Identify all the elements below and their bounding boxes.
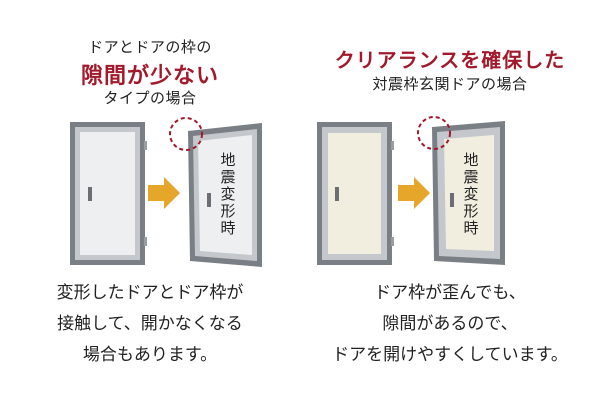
door-handle xyxy=(450,193,454,207)
door-handle xyxy=(207,193,211,207)
caption-line: 隙間があるので、 xyxy=(382,314,518,334)
heading-line1: ドアとドアの枠の xyxy=(88,38,212,56)
caption-right: ドア枠が歪んでも、 隙間があるので、 ドアを開けやすくしています。 xyxy=(300,278,600,371)
door-diagram-right: 地震変形時 xyxy=(317,116,505,265)
door-deformed: 地震変形時 xyxy=(432,121,505,265)
door-label: 地震変形時 xyxy=(220,151,235,237)
dashed-circle-icon xyxy=(169,117,203,151)
right-arrow-icon xyxy=(398,177,430,209)
caption-line: 場合もあります。 xyxy=(82,345,218,365)
caption-line: ドアを開けやすくしています。 xyxy=(332,345,568,365)
hinge-bottom xyxy=(144,237,147,246)
door-normal xyxy=(70,122,147,265)
hinge-top xyxy=(144,141,147,150)
door-label: 地震変形時 xyxy=(463,151,478,237)
door-handle xyxy=(88,187,92,201)
panel-narrow-gap: ドアとドアの枠の 隙間が少ない タイプの場合 地震変形時 変形したドアとドア枠が… xyxy=(0,38,300,371)
panel-clearance: クリアランスを確保した 対震枠玄関ドアの場合 地震変形時 ドア枠が歪んでも、 隙… xyxy=(300,0,600,400)
door-leaf xyxy=(444,135,494,251)
heading-emphasis: クリアランスを確保した xyxy=(334,48,566,72)
door-normal xyxy=(317,122,394,265)
heading-emphasis: 隙間が少ない xyxy=(80,64,219,89)
door-deformed: 地震変形時 xyxy=(188,123,262,267)
caption-left: 変形したドアとドア枠が 接触して、開かなくなる 場合もあります。 xyxy=(0,278,300,371)
door-handle xyxy=(335,187,339,201)
caption-line: 変形したドアとドア枠が xyxy=(56,283,244,303)
door-diagram-left: 地震変形時 xyxy=(70,117,262,267)
caption-line: ドア枠が歪んでも、 xyxy=(374,283,526,303)
hinge-top xyxy=(391,141,394,150)
heading-line3: タイプの場合 xyxy=(103,89,197,107)
hinge-bottom xyxy=(391,237,394,246)
caption-line: 接触して、開かなくなる xyxy=(57,314,243,334)
dashed-circle-icon xyxy=(417,116,451,150)
heading-sub: 対震枠玄関ドアの場合 xyxy=(372,75,528,93)
right-arrow-icon xyxy=(148,177,180,209)
door-leaf xyxy=(198,135,252,255)
